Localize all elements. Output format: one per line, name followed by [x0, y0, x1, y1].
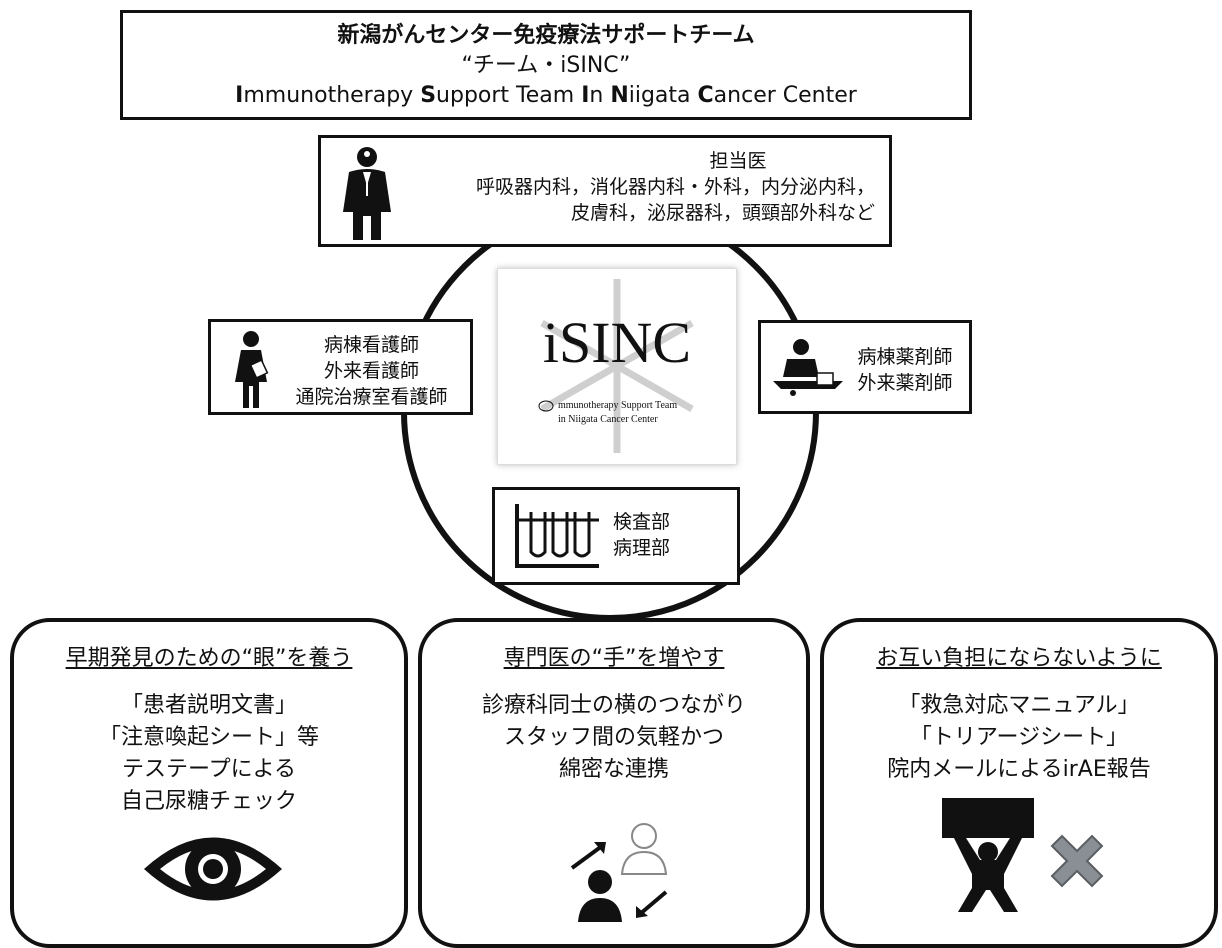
panel-line: 「救急対応マニュアル」 — [898, 693, 1140, 718]
team-name-en: Immunotherapy Support Team In Niigata Ca… — [235, 83, 857, 108]
panel-burden: お互い負担にならないように 「救急対応マニュアル」 「トリアージシート」 院内メ… — [820, 618, 1218, 948]
pathology-dept: 病理部 — [613, 537, 671, 559]
logo-wordmark: iSINC — [542, 310, 692, 375]
doctor-icon — [343, 147, 391, 240]
role-pharmacist: 病棟薬剤師 外来薬剤師 — [758, 320, 972, 414]
title-box: 新潟がんセンター免疫療法サポートチーム “チーム・iSINC” Immunoth… — [120, 10, 972, 120]
doctor-depts-1: 呼吸器内科，消化器内科・外科，内分泌内科， — [475, 176, 875, 198]
panel-heading: 早期発見のための“眼”を養う — [65, 646, 353, 671]
pharmacist-outpatient: 外来薬剤師 — [857, 372, 953, 394]
team-name-jp: 新潟がんセンター免疫療法サポートチーム — [337, 23, 755, 48]
doctor-title: 担当医 — [709, 150, 767, 172]
snowflake-icon — [540, 279, 694, 453]
panel-specialists: 専門医の“手”を増やす 診療科同士の横のつながり スタッフ間の気軽かつ 綿密な連… — [418, 618, 810, 948]
team-nickname: “チーム・iSINC” — [461, 53, 631, 78]
logo-subtitle: mmunotherapy Support Team in Niigata Can… — [538, 399, 677, 427]
panel-line: 「注意喚起シート」等 — [98, 725, 319, 750]
panel-early-detection: 早期発見のための“眼”を養う 「患者説明文書」 「注意喚起シート」等 テステープ… — [10, 618, 408, 948]
nurse-icon — [235, 331, 269, 408]
role-doctor: 担当医 呼吸器内科，消化器内科・外科，内分泌内科， 皮膚科，泌尿器科，頭頸部外科… — [318, 135, 892, 247]
doctor-depts-2: 皮膚科，泌尿器科，頭頸部外科など — [570, 202, 875, 224]
panel-line: 自己尿糖チェック — [120, 789, 297, 814]
pharmacist-icon — [773, 339, 843, 396]
panel-line: 「トリアージシート」 — [909, 725, 1129, 750]
panel-line: テステープによる — [121, 757, 297, 782]
isinc-logo: iSINC mmunotherapy Support Team in Niiga… — [497, 268, 737, 465]
panel-heading: お互い負担にならないように — [876, 646, 1162, 671]
eye-icon — [144, 837, 282, 901]
hospital-emblem-icon — [538, 400, 554, 412]
panel-line: 診療科同士の横のつながり — [481, 693, 746, 718]
panel-line: 「患者説明文書」 — [120, 693, 297, 718]
burden-person-icon — [942, 798, 1034, 912]
panel-line: スタッフ間の気軽かつ — [503, 725, 724, 750]
panel-line: 院内メールによるirAE報告 — [887, 757, 1151, 782]
lab-dept: 検査部 — [613, 511, 671, 533]
nurse-chemo: 通院治療室看護師 — [295, 386, 448, 408]
role-lab: 検査部 病理部 — [492, 487, 740, 585]
nurse-ward: 病棟看護師 — [323, 334, 419, 356]
panel-line: 綿密な連携 — [558, 757, 669, 782]
test-tubes-icon — [515, 504, 599, 568]
nurse-outpatient: 外来看護師 — [323, 360, 419, 382]
close-icon — [1050, 834, 1104, 888]
collaboration-icon — [570, 823, 668, 922]
panel-heading: 専門医の“手”を増やす — [503, 646, 725, 671]
role-nurse: 病棟看護師 外来看護師 通院治療室看護師 — [208, 319, 473, 415]
pharmacist-ward: 病棟薬剤師 — [857, 346, 953, 368]
